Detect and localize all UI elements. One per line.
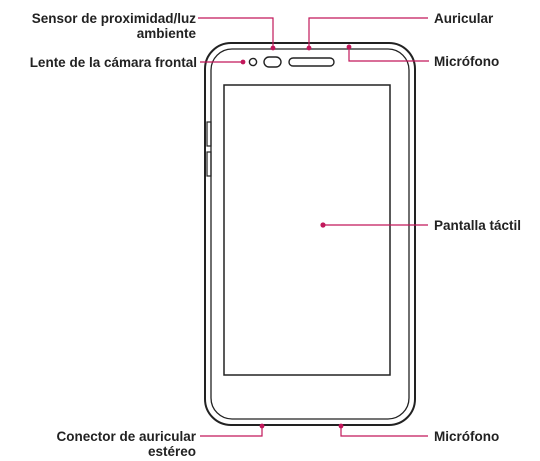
touchscreen-area bbox=[223, 84, 391, 376]
front-camera-lens-icon bbox=[248, 57, 258, 67]
leader-earpiece bbox=[308, 17, 428, 48]
marker-headset-jack bbox=[259, 423, 265, 429]
label-earpiece: Auricular bbox=[434, 11, 494, 26]
leader-headset-jack bbox=[200, 426, 263, 437]
label-touchscreen: Pantalla táctil bbox=[434, 218, 522, 233]
phone-body-outline bbox=[204, 42, 416, 426]
label-top-microphone: Micrófono bbox=[434, 54, 500, 69]
label-front-camera: Lente de la cámara frontal bbox=[29, 55, 197, 70]
proximity-sensor-icon bbox=[263, 56, 282, 68]
leader-top-microphone bbox=[348, 47, 429, 62]
leader-proximity-sensor bbox=[198, 17, 274, 48]
marker-top-microphone bbox=[346, 44, 352, 50]
earpiece-grille bbox=[288, 57, 335, 67]
marker-bottom-microphone bbox=[338, 423, 344, 429]
label-proximity-sensor: Sensor de proximidad/luz ambiente bbox=[31, 11, 196, 41]
phone-body-inner-outline bbox=[210, 48, 410, 420]
marker-proximity-sensor bbox=[270, 45, 276, 51]
volume-up-key bbox=[206, 121, 212, 147]
marker-front-camera bbox=[240, 59, 246, 65]
volume-down-key bbox=[206, 151, 212, 177]
marker-earpiece bbox=[306, 45, 312, 51]
marker-touchscreen bbox=[320, 222, 326, 228]
label-bottom-microphone: Micrófono bbox=[434, 429, 500, 444]
label-headset-jack: Conector de auricular estéreo bbox=[56, 429, 196, 459]
leader-bottom-microphone bbox=[340, 426, 428, 437]
